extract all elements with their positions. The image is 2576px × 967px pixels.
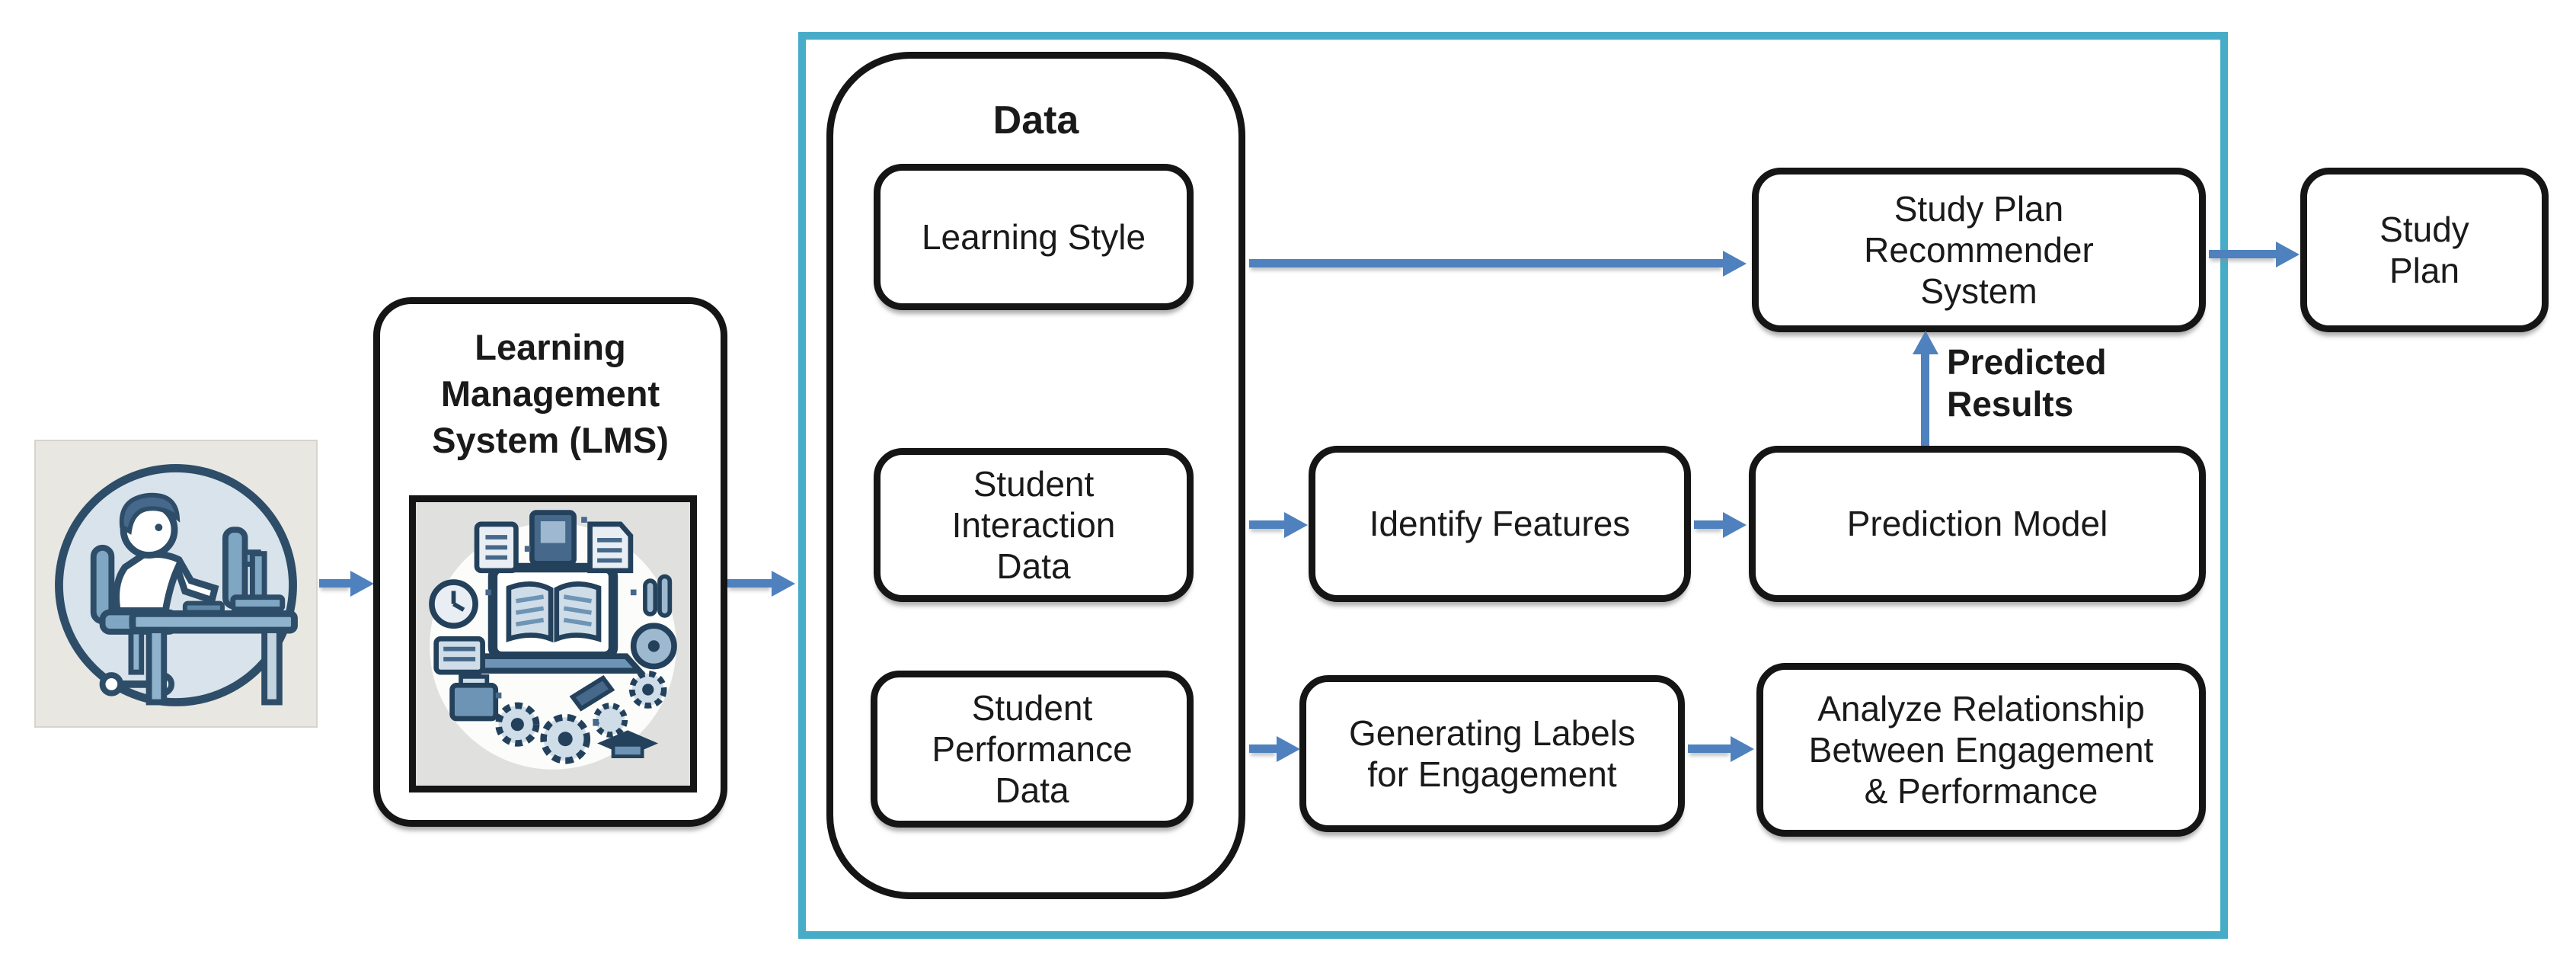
learning-style-label: Learning Style — [921, 216, 1146, 257]
student-interaction-label: Student Interaction Data — [951, 463, 1116, 587]
arrow-lms-to-pipeline — [727, 570, 795, 597]
node-student-interaction-data: Student Interaction Data — [874, 448, 1194, 602]
node-analyze-relationship: Analyze Relationship Between Engagement … — [1756, 663, 2206, 837]
lms-collage-icon — [429, 510, 677, 770]
identify-features-label: Identify Features — [1369, 504, 1631, 544]
arrow-data-to-identify-features — [1249, 511, 1308, 538]
arrow-identify-to-prediction — [1694, 511, 1747, 538]
analyze-relationship-label: Analyze Relationship Between Engagement … — [1808, 688, 2154, 812]
arrow-prediction-to-recommender — [1912, 331, 1938, 446]
node-learning-style: Learning Style — [874, 164, 1194, 310]
study-plan-recommender-label: Study Plan Recommender System — [1864, 188, 2094, 312]
data-group-title: Data — [992, 98, 1079, 142]
generating-labels-label: Generating Labels for Engagement — [1349, 712, 1635, 794]
lms-label: Learning Management System (LMS) — [432, 327, 669, 461]
lms-image — [409, 495, 697, 792]
arrow-data-to-recommender — [1249, 250, 1747, 277]
user-figure — [34, 440, 318, 728]
node-study-plan: Study Plan — [2300, 168, 2549, 332]
node-identify-features: Identify Features — [1309, 446, 1691, 602]
node-prediction-model: Prediction Model — [1749, 446, 2206, 602]
pipeline-container — [798, 32, 2228, 939]
arrow-user-to-lms — [319, 570, 374, 597]
student-performance-label: Student Performance Data — [932, 687, 1133, 811]
arrow-data-to-generating-labels — [1249, 735, 1300, 762]
arrow-generating-to-analyze — [1688, 735, 1754, 762]
prediction-model-label: Prediction Model — [1846, 504, 2108, 544]
person-at-desk-icon — [55, 464, 298, 706]
predicted-results-label: Predicted Results — [1947, 342, 2107, 424]
arrow-recommender-to-study-plan — [2209, 241, 2300, 267]
node-study-plan-recommender: Study Plan Recommender System — [1752, 168, 2206, 332]
node-student-performance-data: Student Performance Data — [871, 671, 1194, 828]
node-generating-labels: Generating Labels for Engagement — [1299, 675, 1685, 832]
study-plan-label: Study Plan — [2379, 209, 2469, 290]
